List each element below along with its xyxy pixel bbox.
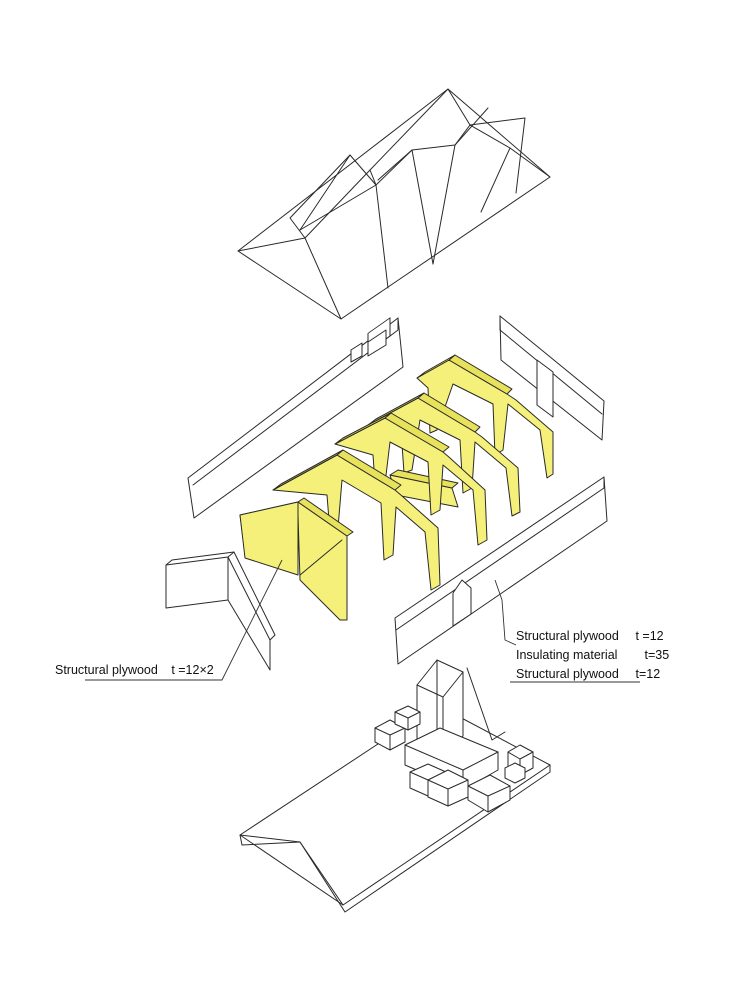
outer-plywood-material: Structural plywood: [516, 629, 619, 643]
outer-plywood-thickness: t =12: [635, 629, 664, 643]
left-plywood-label: Structural plywood t =12×2: [55, 663, 214, 677]
back-left-wall-panel: [187, 317, 404, 519]
structural-plywood-frames: [239, 354, 554, 621]
front-left-end-wall-panel: [165, 551, 276, 671]
insulation-thickness: t=35: [644, 648, 670, 662]
inner-plywood-material: Structural plywood: [516, 667, 619, 681]
right-layer-label-inner-plywood: Structural plywood t=12: [516, 667, 660, 681]
roof-layer: [237, 88, 551, 320]
right-layer-label-outer-plywood: Structural plywood t =12: [516, 629, 664, 643]
floor-layer: [239, 659, 551, 913]
left-plywood-thickness: t =12×2: [171, 663, 214, 677]
leader-lines: [85, 559, 640, 741]
left-plywood-material: Structural plywood: [55, 663, 158, 677]
back-right-end-wall-panel: [499, 315, 605, 441]
inner-plywood-thickness: t=12: [635, 667, 661, 681]
insulation-material: Insulating material: [516, 648, 618, 662]
right-layer-label-insulation: Insulating material t=35: [516, 648, 669, 662]
front-right-wall-panel: [394, 476, 608, 665]
